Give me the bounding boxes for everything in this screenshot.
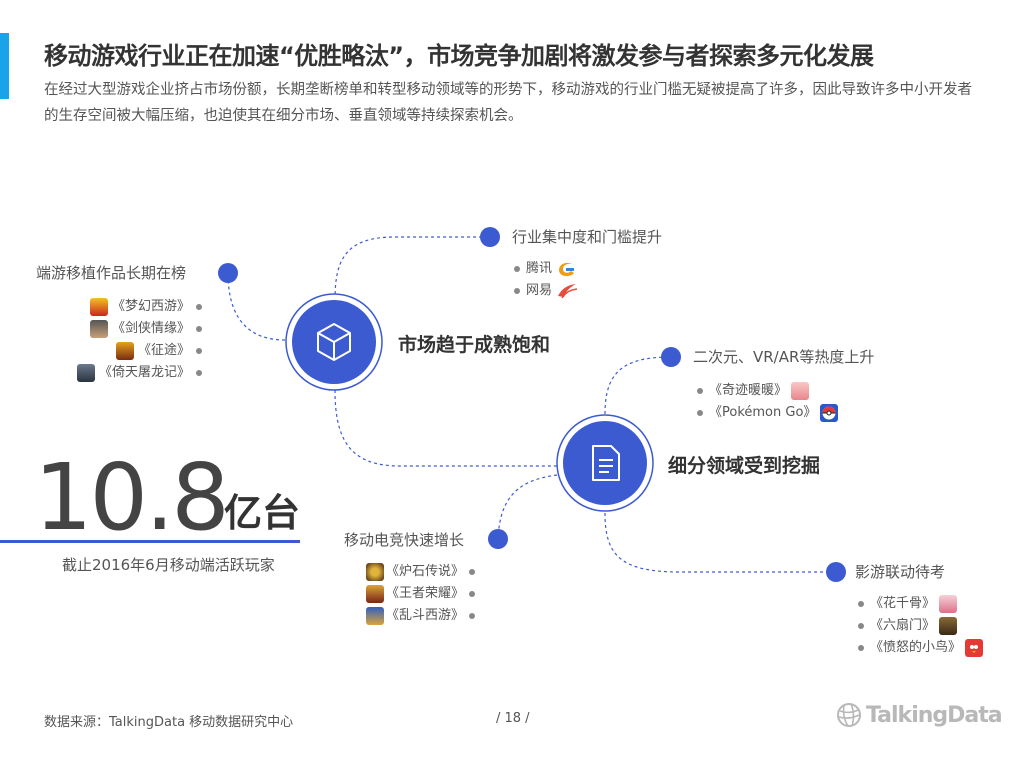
game-icon — [791, 382, 810, 400]
connector-film — [604, 512, 835, 573]
list-item: 网易 — [514, 281, 578, 301]
page-title: 移动游戏行业正在加速“优胜略汰”，市场竞争加剧将激发参与者探索多元化发展 — [44, 42, 874, 70]
tencent-logo-icon — [556, 260, 575, 278]
page-number: / 18 / — [496, 711, 530, 726]
node-dot-film — [826, 562, 846, 582]
stat-caption: 截止2016年6月移动端活跃玩家 — [62, 556, 275, 574]
game-icon — [366, 607, 384, 625]
list-item: 《六扇门》 — [858, 616, 958, 636]
stat-unit: 亿台 — [224, 491, 301, 535]
game-icon — [115, 342, 134, 360]
list-item: 《剑侠情缘》 — [89, 319, 202, 339]
node-label-concentration: 行业集中度和门槛提升 — [512, 228, 663, 246]
game-icon — [366, 563, 384, 581]
list-item: 《愤怒的小鸟》 — [858, 638, 984, 658]
game-icon — [939, 617, 958, 635]
list-item: 腾讯 — [514, 259, 575, 279]
connector-esports — [497, 474, 558, 540]
node-dot-acg — [661, 347, 681, 367]
title-accent-bar — [0, 33, 9, 99]
angry-bird-icon — [965, 639, 984, 657]
market-hub — [285, 293, 383, 391]
data-source: 数据来源：TalkingData 移动数据研究中心 — [44, 715, 294, 730]
node-label-film: 影游联动待考 — [855, 563, 946, 581]
hub-label-market: 市场趋于成熟饱和 — [398, 334, 551, 356]
cube-icon — [317, 323, 351, 361]
stat-underline — [0, 540, 300, 543]
node-label-esports: 移动电竞快速增长 — [344, 531, 465, 549]
stat-value: 10.8 — [34, 444, 230, 551]
node-dot-esports — [488, 529, 508, 549]
list-item: 《倚天屠龙记》 — [76, 363, 202, 383]
connector-concentration — [334, 236, 490, 301]
netease-logo-icon — [556, 282, 578, 300]
list-item: 《奇迹暖暖》 — [697, 381, 810, 401]
node-dot-pc-port — [218, 263, 238, 283]
segment-hub — [556, 414, 654, 512]
node-label-acg-vr: 二次元、VR/AR等热度上升 — [693, 348, 875, 366]
list-item: 《王者荣耀》 — [362, 584, 481, 604]
game-icon — [89, 320, 108, 338]
list-item: 《花千骨》 — [858, 594, 958, 614]
game-icon — [89, 298, 108, 316]
connector-pc-port — [227, 272, 286, 341]
node-label-pc-port: 端游移植作品长期在榜 — [36, 264, 187, 282]
page-subtitle: 在经过大型游戏企业挤占市场份额，长期垄断榜单和转型移动领域等的形势下，移动游戏的… — [44, 82, 972, 124]
game-icon — [366, 585, 384, 603]
list-item: 《Pokémon Go》 — [697, 403, 839, 423]
connector-acg — [604, 356, 671, 415]
connector-hubs — [334, 389, 557, 467]
talkingdata-logo: TalkingData — [836, 702, 1003, 728]
node-dot-concentration — [480, 227, 500, 247]
game-icon — [76, 364, 95, 382]
list-item: 《炉石传说》 — [362, 562, 481, 582]
game-icon — [939, 595, 958, 613]
list-item: 《征途》 — [115, 341, 202, 361]
document-icon — [592, 445, 620, 481]
hub-label-segment: 细分领域受到挖掘 — [668, 455, 821, 477]
globe-icon — [837, 703, 861, 727]
pokeball-icon — [820, 404, 839, 422]
list-item: 《梦幻西游》 — [89, 297, 202, 317]
list-item: 《乱斗西游》 — [362, 606, 481, 626]
